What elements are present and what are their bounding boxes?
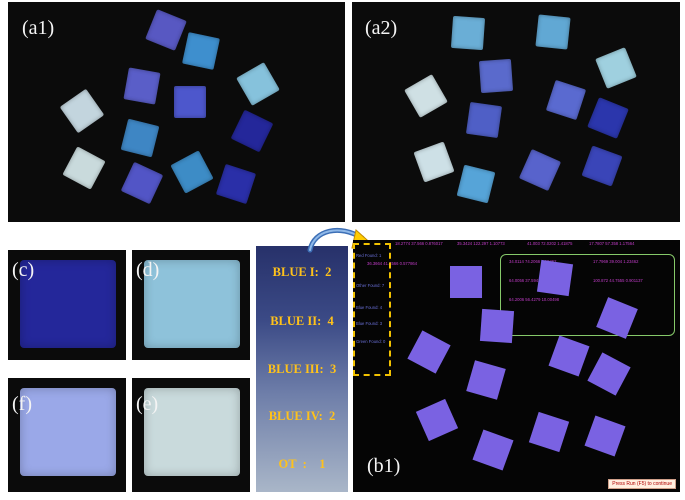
tile	[518, 148, 562, 192]
tile	[120, 118, 160, 158]
detected-tile	[479, 308, 515, 344]
panel-label-f: (f)	[12, 393, 32, 415]
legend-row-blue-iii: BLUE III: 3	[267, 362, 337, 376]
detected-tile	[450, 266, 482, 298]
tile	[587, 97, 629, 139]
readout: 17.7969 39.004 1.23462	[593, 259, 639, 264]
detected-tile	[407, 330, 451, 374]
detected-tile	[528, 411, 570, 453]
tile	[62, 146, 106, 190]
detected-tile	[548, 335, 590, 377]
detected-tile	[415, 398, 459, 442]
tile	[450, 15, 486, 51]
tile	[120, 161, 164, 205]
readout: 17.7807 57.358 1.17564	[589, 241, 635, 246]
processed-image-b1: 18.2774 37.566 0.876017 35.3424 122.297 …	[353, 240, 680, 492]
readout: 34.0114 74.2066 1.18462	[509, 259, 557, 264]
roi-box	[500, 254, 675, 336]
tile	[182, 32, 220, 70]
readout: 64.2006 56.4279 10.00498	[509, 297, 560, 302]
panel-label-a1: (a1)	[22, 17, 55, 39]
side-label: Other Found: 7	[356, 283, 385, 288]
side-label: Blue Found: 4	[356, 305, 383, 310]
tile	[535, 14, 571, 50]
side-label: Green Found: 0	[356, 339, 386, 344]
detected-tile	[584, 415, 626, 457]
readout: 64.0056 37.5941 0.9747	[509, 278, 555, 283]
readout: 18.2774 37.566 0.876017	[395, 241, 443, 246]
closeup-e: (e)	[132, 378, 250, 492]
tile	[145, 9, 187, 51]
count-legend: BLUE I: 2 BLUE II: 4 BLUE III: 3 BLUE IV…	[256, 246, 348, 492]
legend-row-blue-i: BLUE I: 2	[272, 265, 332, 279]
photo-a2: (a2)	[352, 2, 680, 222]
tile	[230, 109, 274, 153]
blue-iv-tile	[144, 260, 240, 348]
blue-i-tile	[20, 260, 116, 348]
tile	[404, 74, 448, 118]
detected-tile	[587, 352, 631, 396]
readout: 100.872 44.7555 0.901137	[593, 278, 643, 283]
ot-tile	[144, 388, 240, 476]
panel-label-c: (c)	[12, 259, 35, 281]
closeup-c: (c)	[8, 250, 126, 360]
tile	[478, 58, 514, 94]
tile	[595, 47, 637, 89]
legend-row-blue-iv: BLUE IV: 2	[268, 409, 336, 423]
closeup-f: (f)	[8, 378, 126, 492]
tile	[581, 145, 623, 187]
panel-label-e: (e)	[136, 393, 159, 415]
legend-row-blue-ii: BLUE II: 4	[270, 314, 334, 328]
panel-label-d: (d)	[136, 259, 160, 281]
tile	[123, 67, 161, 105]
tile	[465, 101, 503, 139]
readout: 35.3424 122.297 1.10773	[457, 241, 505, 246]
detected-tile	[466, 360, 506, 400]
tile	[174, 86, 206, 118]
detected-tile	[536, 259, 574, 297]
label-selection-box	[353, 243, 391, 376]
readout: 41.003 72.0202 1.41875	[527, 241, 573, 246]
tile	[545, 79, 587, 121]
panel-label-a2: (a2)	[365, 17, 398, 39]
tile	[170, 150, 214, 194]
tile	[413, 141, 455, 183]
panel-label-b1: (b1)	[367, 455, 401, 477]
status-bar: Press Run (F5) to continue	[608, 479, 676, 489]
tile	[456, 164, 496, 204]
closeup-d: (d)	[132, 250, 250, 360]
tile	[59, 88, 105, 134]
tile	[215, 163, 257, 205]
photo-a1: (a1)	[8, 2, 345, 222]
side-label: Blue Found: 3	[356, 321, 383, 326]
side-label: Red Found: 1	[356, 253, 382, 258]
legend-row-ot: OT : 1	[278, 457, 326, 471]
blue-iii-tile	[20, 388, 116, 476]
detected-tile	[472, 429, 514, 471]
tile	[236, 62, 280, 106]
readout: 36.3664 41.2566 0.577864	[367, 261, 418, 266]
